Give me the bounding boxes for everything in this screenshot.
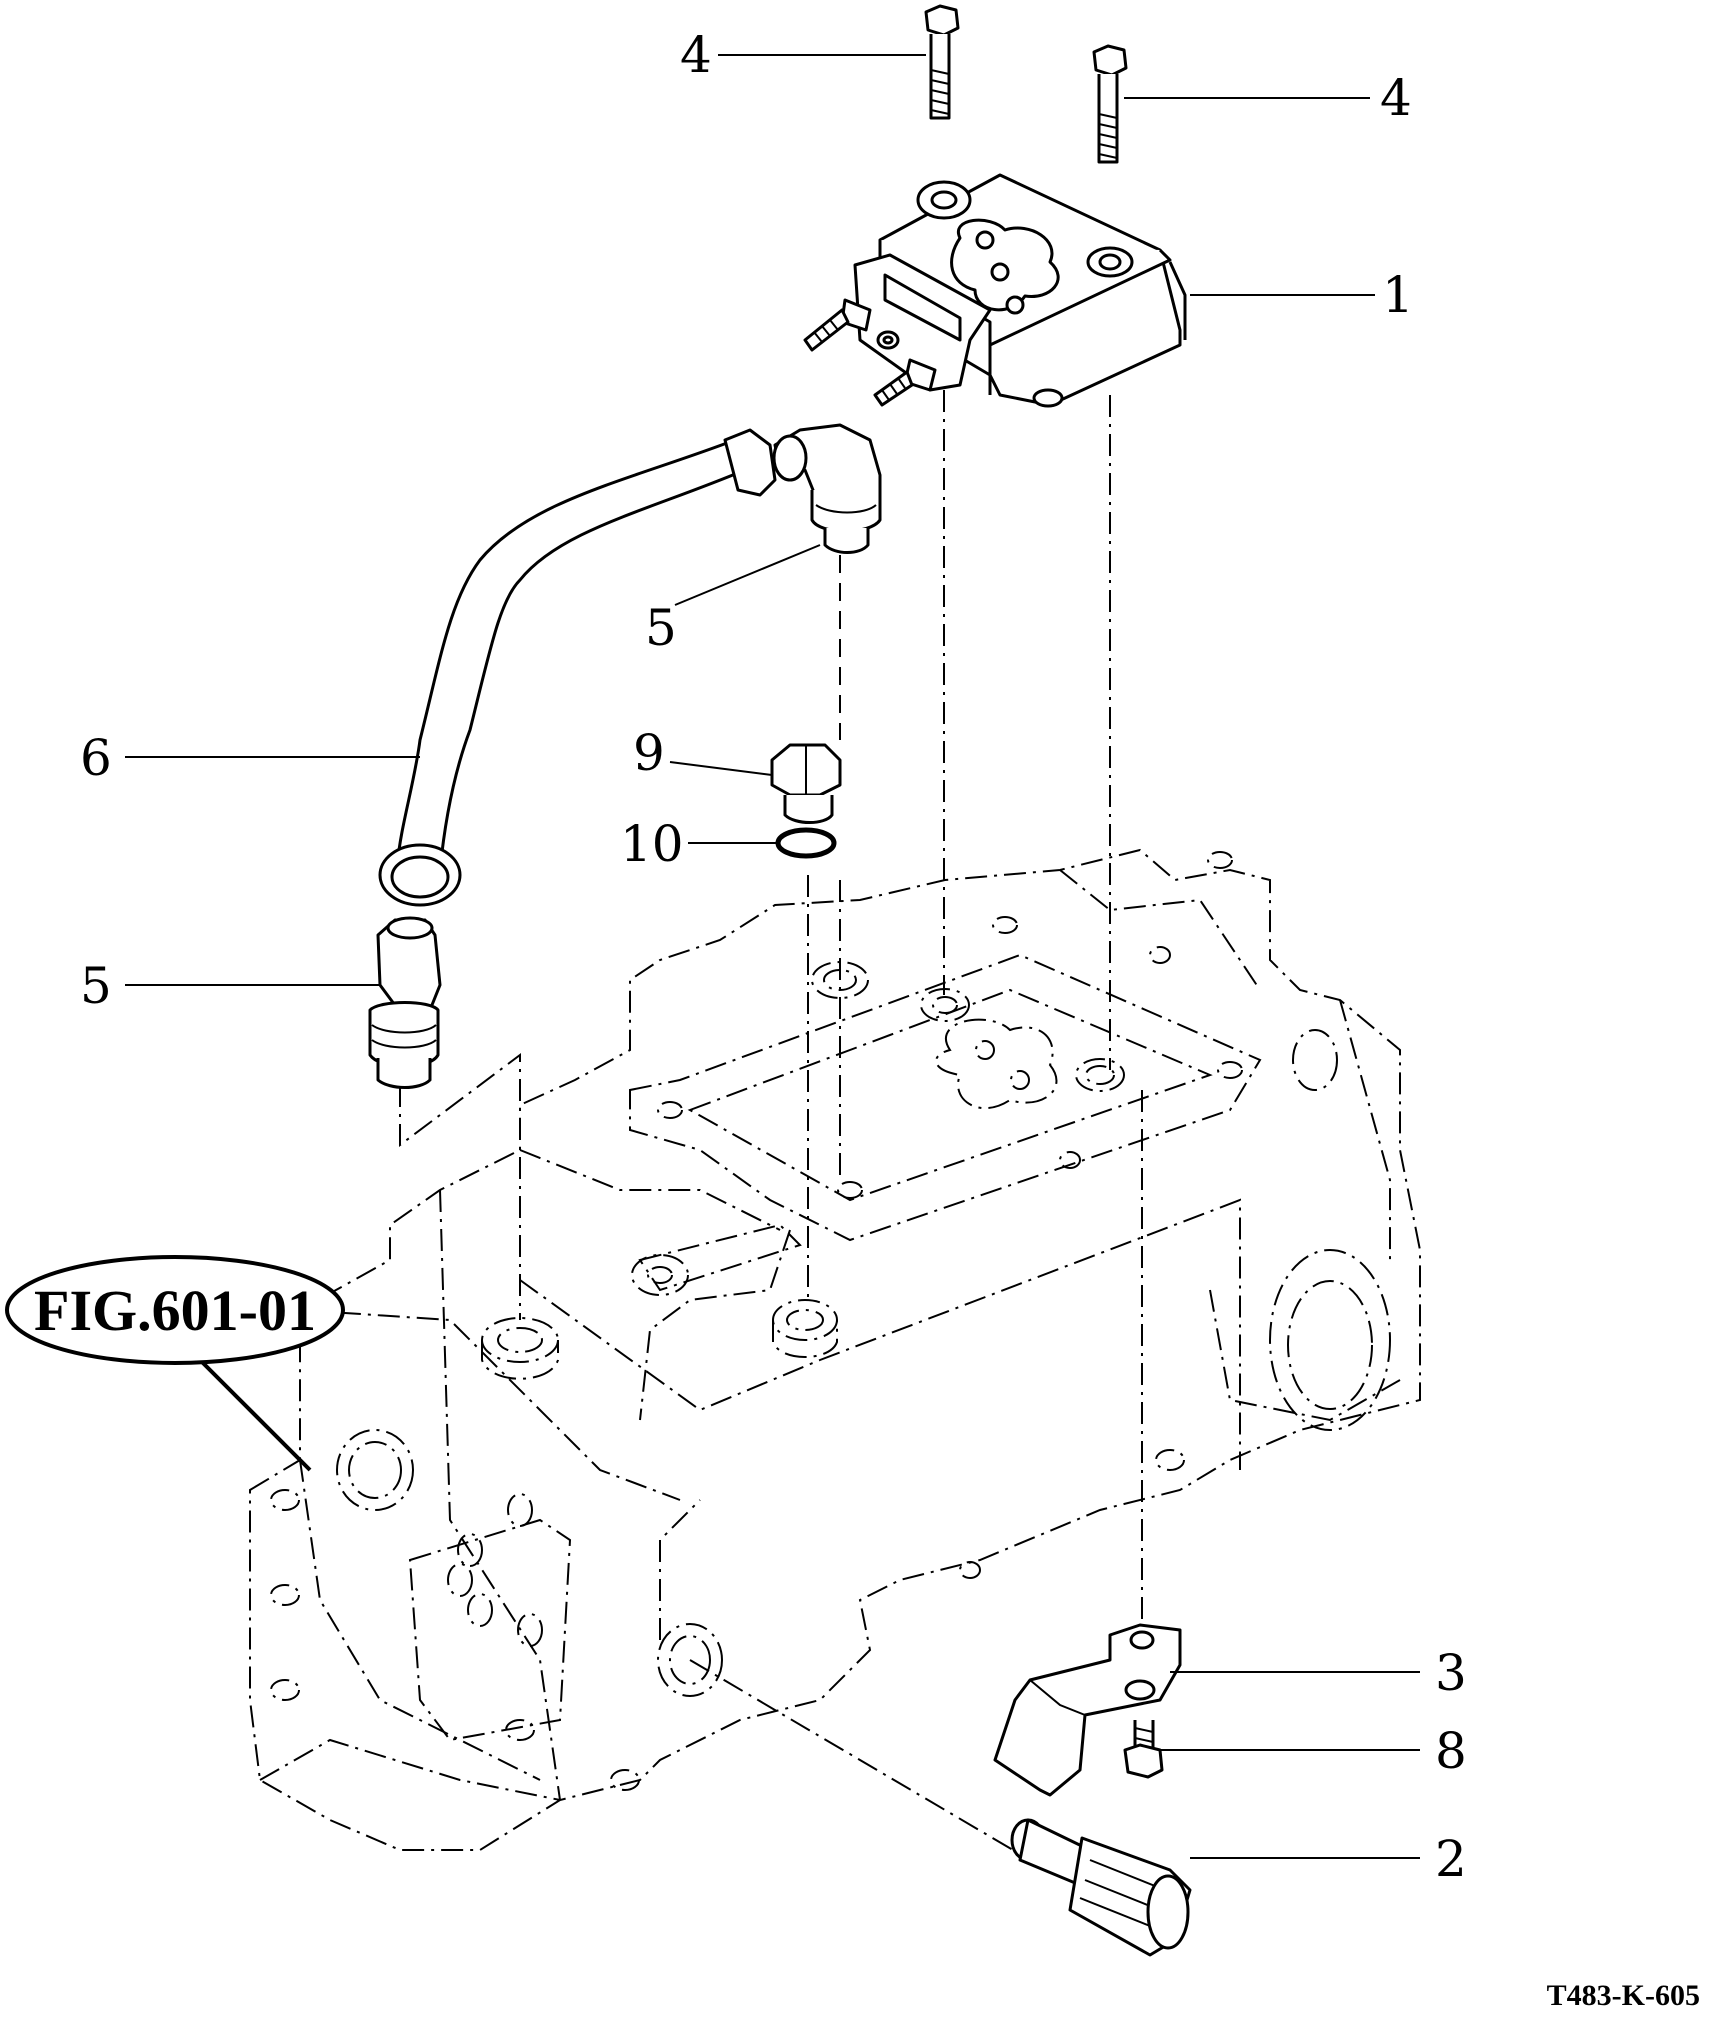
- callout-3: 3: [1435, 1644, 1467, 1702]
- part-4-bolt-right: [1092, 44, 1128, 164]
- callout-numbers: 4 4 1 5 6 9 10 5 3 8 2: [80, 26, 1467, 1888]
- callout-9: 9: [633, 724, 665, 782]
- part-5-elbow-upper: [772, 423, 882, 554]
- figure-reference-label: FIG.601-01: [34, 1278, 316, 1343]
- part-10-o-ring: [775, 827, 837, 859]
- part-1-control-valve: [803, 173, 1187, 408]
- drawing-number: T483-K-605: [1547, 1979, 1700, 2012]
- callout-1: 1: [1382, 266, 1414, 324]
- callout-5-lower: 5: [80, 957, 112, 1015]
- callout-6: 6: [80, 729, 112, 787]
- callout-10: 10: [620, 815, 684, 873]
- callout-2: 2: [1435, 1830, 1467, 1888]
- figure-reference-badge: FIG.601-01: [5, 1255, 345, 1365]
- part-3-bracket: [993, 1623, 1182, 1797]
- assembly-centerlines: [399, 390, 1143, 1861]
- callout-8: 8: [1435, 1722, 1467, 1780]
- callout-5-upper: 5: [645, 599, 677, 657]
- part-6-pipe: [378, 428, 777, 907]
- callout-4-right: 4: [1380, 69, 1412, 127]
- callout-4-left: 4: [680, 26, 712, 84]
- leader-lines: [125, 54, 1420, 1859]
- part-8-screw: [1123, 1720, 1164, 1779]
- part-2-sensor: [1010, 1818, 1192, 1957]
- lift-housing-outline: [249, 848, 1421, 1851]
- part-9-plug: [770, 743, 842, 824]
- part-4-bolt-left: [924, 4, 960, 120]
- part-5-elbow-lower: [368, 916, 442, 1089]
